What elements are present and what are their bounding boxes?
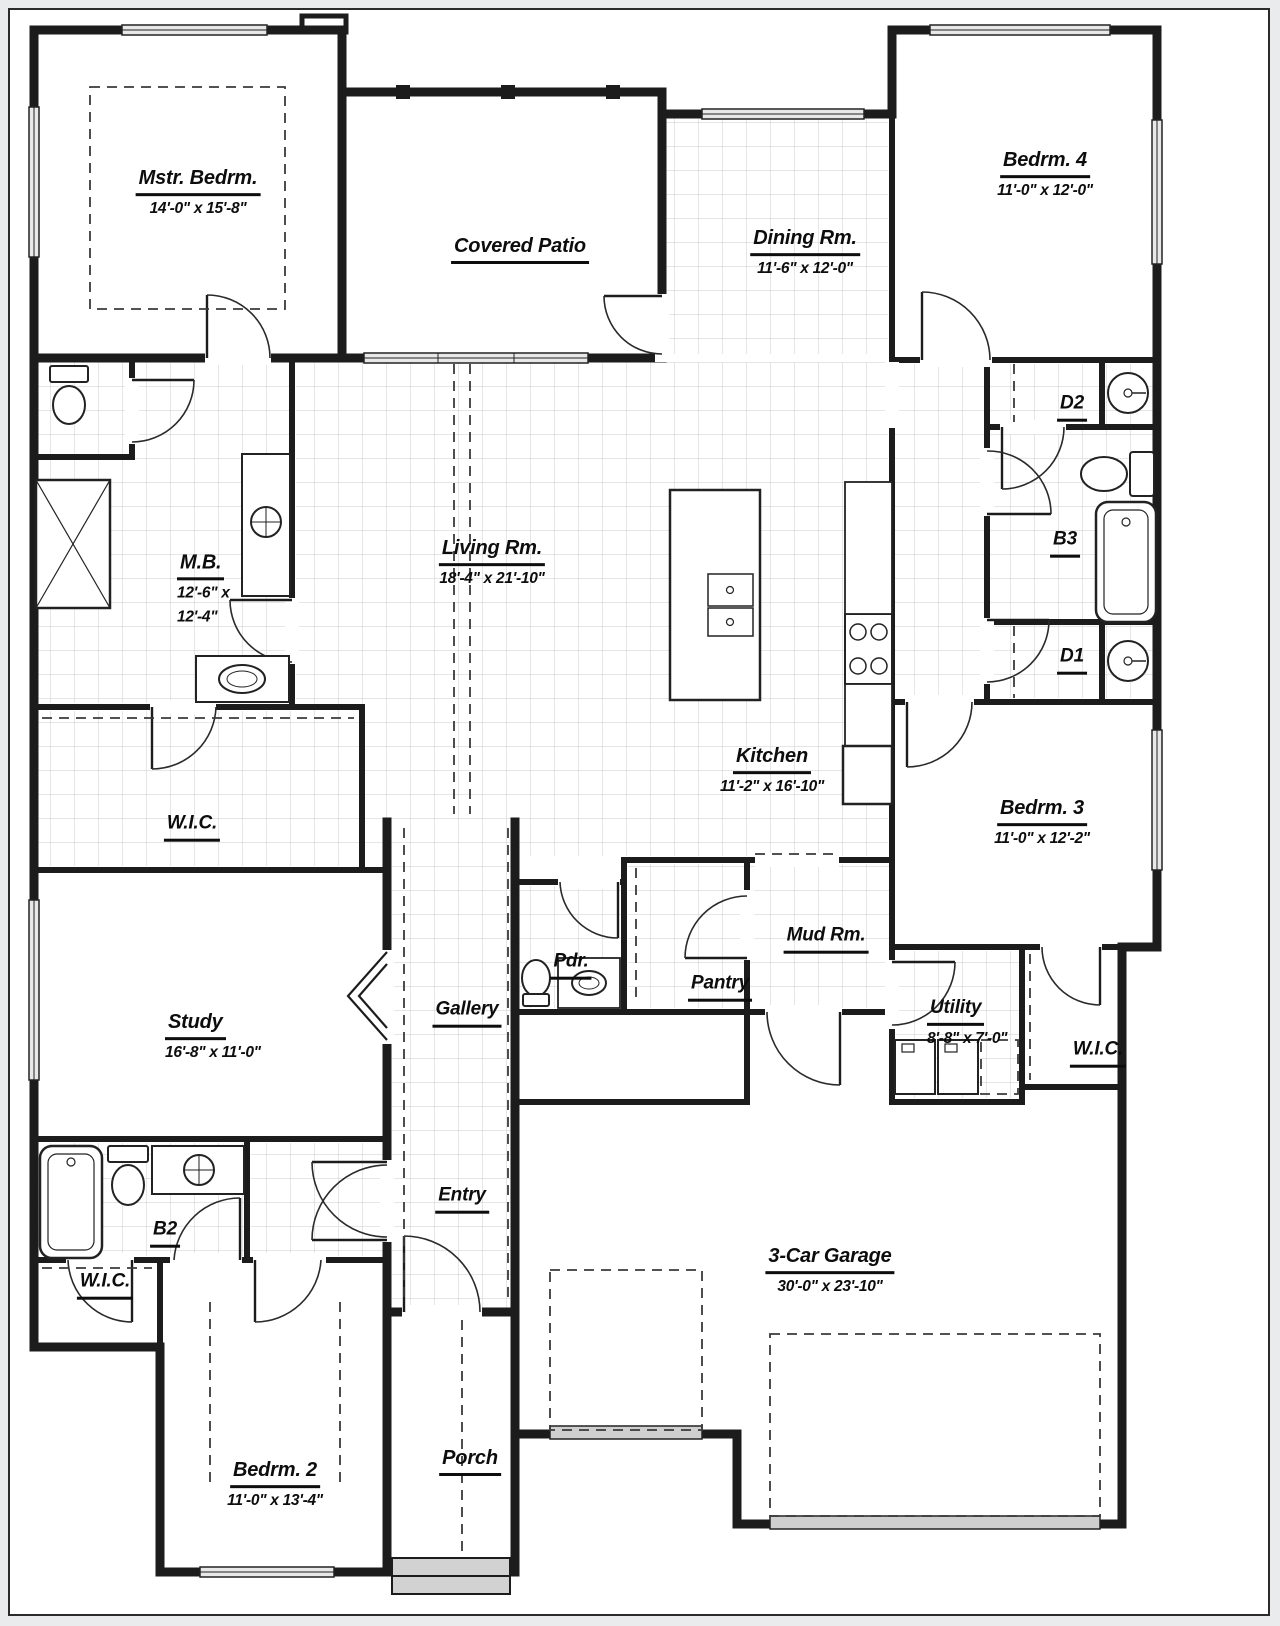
room-label-bath-3: B3 <box>1050 527 1080 558</box>
fixture-layer <box>34 365 1158 1260</box>
room-label-bedroom-2: Bedrm. 2 11'-0" x 13'-4" <box>227 1456 323 1512</box>
room-label-bath-2: B2 <box>150 1217 180 1248</box>
room-label-closet-bottom: W.I.C. <box>76 1269 134 1300</box>
room-label-garage: 3-Car Garage 30'-0" x 23'-10" <box>765 1242 895 1298</box>
room-label-powder: Pdr. <box>550 949 592 980</box>
room-label-pantry: Pantry <box>688 971 752 1002</box>
master-vanity2-sink-icon <box>195 655 290 703</box>
powder-toilet-icon <box>521 959 551 1007</box>
room-label-study: Study 16'-8" x 11'-0" <box>165 1008 261 1064</box>
room-label-living-room: Living Rm. 18'-4" x 21'-10" <box>438 534 546 590</box>
room-label-porch: Porch <box>439 1444 501 1476</box>
water-heater2-icon <box>1107 640 1149 682</box>
room-label-gallery: Gallery <box>432 997 502 1028</box>
master-vanity-sink-icon <box>241 453 291 597</box>
room-label-utility: Utility 8'-8" x 7'-0" <box>927 996 1008 1047</box>
kitchen-counter-icon <box>841 481 894 806</box>
bath2-tub-icon <box>38 1144 104 1260</box>
window-symbols <box>28 24 1163 1578</box>
room-label-closet-d2: D2 <box>1057 391 1087 422</box>
door-swing-symbols <box>67 291 1102 1323</box>
room-label-entry: Entry <box>435 1183 489 1214</box>
master-shower-icon <box>34 478 112 610</box>
room-label-closet-right: W.I.C. <box>1069 1037 1127 1068</box>
water-heater-icon <box>1107 372 1149 414</box>
porch-steps <box>391 1557 511 1595</box>
room-label-mud-room: Mud Rm. <box>783 923 869 954</box>
room-label-master-bedroom: Mstr. Bedrm. 14'-0" x 15'-8" <box>135 164 261 220</box>
room-label-master-closet: W.I.C. <box>163 811 221 842</box>
room-label-bedroom-3: Bedrm. 3 11'-0" x 12'-2" <box>994 794 1090 850</box>
patio-posts <box>396 85 620 99</box>
master-toilet-icon <box>49 365 89 425</box>
plan-sheet: Mstr. Bedrm. 14'-0" x 15'-8" Covered Pat… <box>8 8 1270 1616</box>
bath3-tub-icon <box>1094 500 1158 624</box>
door-openings <box>66 294 1102 1319</box>
powder-sink-icon <box>557 957 621 1009</box>
floor-plan-drawing <box>28 13 1163 1595</box>
washer-dryer-icon <box>894 1039 979 1095</box>
bath2-vanity-sink-icon <box>151 1145 245 1195</box>
room-label-closet-d1: D1 <box>1057 644 1087 675</box>
kitchen-island-icon <box>668 488 762 702</box>
room-label-kitchen: Kitchen 11'-2" x 16'-10" <box>720 742 824 798</box>
tile-floor-areas <box>38 118 1154 1308</box>
room-label-covered-patio: Covered Patio <box>451 232 589 264</box>
study-double-door <box>346 951 388 1041</box>
room-label-master-bath: M.B. 12'-6" x 12'-4" <box>177 548 230 627</box>
range-icon <box>844 613 893 685</box>
dashed-detail-lines <box>42 86 1101 1556</box>
garage-door-panels <box>549 1425 1101 1530</box>
bath3-toilet-icon <box>1080 451 1155 497</box>
room-label-bedroom-4: Bedrm. 4 11'-0" x 12'-0" <box>997 146 1093 202</box>
bath2-toilet-icon <box>107 1145 149 1206</box>
room-label-dining-room: Dining Rm. 11'-6" x 12'-0" <box>750 224 860 280</box>
